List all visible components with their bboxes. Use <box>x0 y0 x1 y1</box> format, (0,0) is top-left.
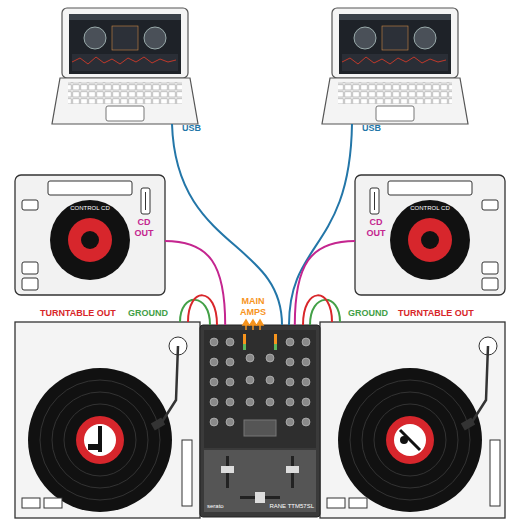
cable-label: USB <box>182 123 201 134</box>
output-arrows <box>243 320 263 330</box>
cable-label: TURNTABLE OUT <box>40 308 116 319</box>
cable-label: USB <box>362 123 381 134</box>
laptop <box>322 8 468 124</box>
turntable <box>15 322 200 518</box>
cd-player <box>15 175 165 295</box>
device-label: CONTROL CD <box>355 205 505 212</box>
device-label: CONTROL CD <box>15 205 165 212</box>
mixer <box>200 325 320 517</box>
cd-player <box>355 175 505 295</box>
brand-label: serato <box>207 503 252 510</box>
cable-label: GROUND <box>128 308 168 319</box>
cable-label: TURNTABLE OUT <box>398 308 474 319</box>
model-label: RANE TTM57SL <box>258 503 314 510</box>
cable-connector <box>295 241 355 325</box>
cables <box>172 124 352 325</box>
laptop <box>52 8 198 124</box>
turntable <box>320 322 505 518</box>
cable-label: GROUND <box>348 308 388 319</box>
cable-connector <box>165 241 225 325</box>
cable-label: CD OUT <box>133 217 155 239</box>
cable-label: CD OUT <box>365 217 387 239</box>
mixer-box: serato RANE TTM57SL <box>200 325 320 517</box>
output-label: MAIN AMPS <box>233 296 273 318</box>
